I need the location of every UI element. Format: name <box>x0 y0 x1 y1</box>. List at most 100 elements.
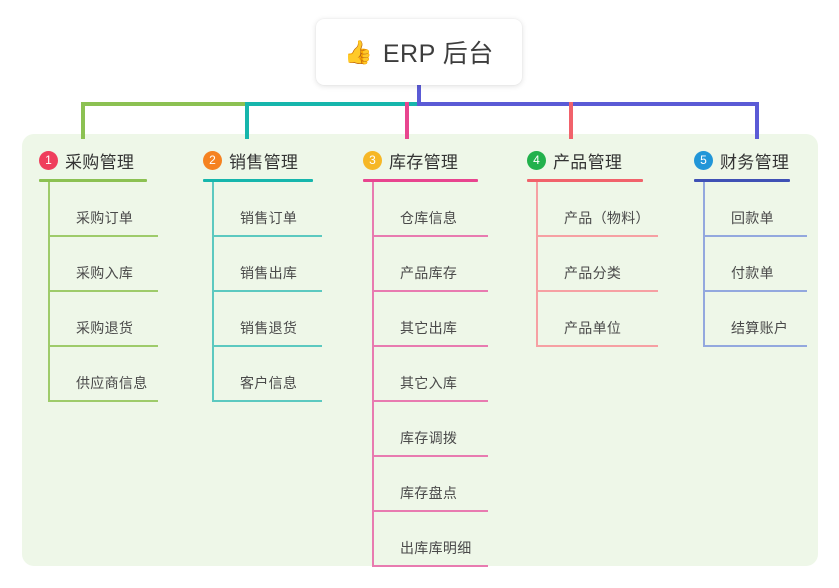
leaf-rule <box>372 345 488 347</box>
leaf-label: 销售出库 <box>240 265 298 281</box>
leaf-rule <box>703 345 807 347</box>
drop-sales <box>245 102 249 139</box>
leaf-item[interactable]: 销售退货 <box>212 292 322 347</box>
leaf-item[interactable]: 其它入库 <box>372 347 488 402</box>
leaf-rule <box>372 400 488 402</box>
leaf-list-purchase: 采购订单采购入库采购退货供应商信息 <box>48 182 158 402</box>
leaf-label: 供应商信息 <box>76 375 148 391</box>
leaf-rule <box>48 400 158 402</box>
leaf-rule <box>703 235 807 237</box>
leaf-rule <box>212 345 322 347</box>
column-badge-inventory: 3 <box>363 150 382 170</box>
leaf-item[interactable]: 库存调拨 <box>372 402 488 457</box>
column-title-inventory: 库存管理 <box>389 152 459 172</box>
leaf-label: 采购订单 <box>76 210 134 226</box>
column-title-finance: 财务管理 <box>720 152 790 172</box>
leaf-label: 客户信息 <box>240 375 298 391</box>
leaf-item[interactable]: 库存盘点 <box>372 457 488 512</box>
column-sales: 2 销售管理销售订单销售出库销售退货客户信息 <box>203 148 322 402</box>
leaf-rule <box>48 345 158 347</box>
root-stem-connector <box>417 85 421 106</box>
leaf-list-product: 产品（物料） 产品分类产品单位 <box>536 182 658 347</box>
leaf-label: 产品分类 <box>564 265 622 281</box>
leaf-item[interactable]: 其它出库 <box>372 292 488 347</box>
leaf-list-inventory: 仓库信息产品库存其它出库其它入库库存调拨库存盘点出库库明细 <box>372 182 488 567</box>
leaf-rule <box>372 565 488 567</box>
leaf-item[interactable]: 采购退货 <box>48 292 158 347</box>
leaf-spine-finance <box>703 182 705 347</box>
bar-teal <box>245 102 421 106</box>
leaf-item[interactable]: 销售订单 <box>212 182 322 237</box>
leaf-label: 回款单 <box>731 210 774 226</box>
leaf-spine-inventory <box>372 182 374 567</box>
leaf-item[interactable]: 采购订单 <box>48 182 158 237</box>
column-rule-sales <box>203 179 313 182</box>
column-header-sales[interactable]: 2 销售管理 <box>203 148 313 172</box>
column-title-purchase: 采购管理 <box>65 152 135 172</box>
leaf-item[interactable]: 产品库存 <box>372 237 488 292</box>
leaf-rule <box>536 235 658 237</box>
column-header-product[interactable]: 4 产品管理 <box>527 148 643 172</box>
leaf-rule <box>48 290 158 292</box>
column-badge-sales: 2 <box>203 150 222 170</box>
leaf-item[interactable]: 仓库信息 <box>372 182 488 237</box>
leaf-item[interactable]: 销售出库 <box>212 237 322 292</box>
column-header-inventory[interactable]: 3 库存管理 <box>363 148 478 172</box>
leaf-spine-purchase <box>48 182 50 402</box>
leaf-rule <box>212 290 322 292</box>
leaf-label: 产品库存 <box>400 265 458 281</box>
root-node-title: ERP 后台 <box>382 40 494 68</box>
leaf-rule <box>212 400 322 402</box>
leaf-item[interactable]: 采购入库 <box>48 237 158 292</box>
leaf-label: 产品（物料） <box>564 210 650 226</box>
leaf-rule <box>536 290 658 292</box>
leaf-item[interactable]: 付款单 <box>703 237 807 292</box>
column-rule-purchase <box>39 179 147 182</box>
column-title-product: 产品管理 <box>553 152 623 172</box>
leaf-rule <box>703 290 807 292</box>
leaf-rule <box>372 455 488 457</box>
leaf-label: 付款单 <box>731 265 774 281</box>
leaf-item[interactable]: 产品单位 <box>536 292 658 347</box>
column-badge-product: 4 <box>527 150 546 170</box>
leaf-rule <box>48 235 158 237</box>
leaf-list-finance: 回款单付款单结算账户 <box>703 182 807 347</box>
leaf-list-sales: 销售订单销售出库销售退货客户信息 <box>212 182 322 402</box>
leaf-label: 其它入库 <box>400 375 458 391</box>
leaf-item[interactable]: 结算账户 <box>703 292 807 347</box>
leaf-rule <box>536 345 658 347</box>
drop-inventory <box>405 102 409 139</box>
column-product: 4 产品管理产品（物料） 产品分类产品单位 <box>527 148 658 347</box>
column-title-sales: 销售管理 <box>229 152 299 172</box>
column-rule-finance <box>694 179 790 182</box>
root-node-card[interactable]: 👍 ERP 后台 <box>316 19 522 85</box>
diagram-panel <box>22 134 818 566</box>
leaf-label: 出库库明细 <box>400 540 472 556</box>
column-inventory: 3 库存管理仓库信息产品库存其它出库其它入库库存调拨库存盘点出库库明细 <box>363 148 488 567</box>
leaf-item[interactable]: 产品分类 <box>536 237 658 292</box>
leaf-label: 采购入库 <box>76 265 134 281</box>
drop-finance <box>755 102 759 139</box>
leaf-label: 结算账户 <box>731 320 789 336</box>
leaf-spine-product <box>536 182 538 347</box>
leaf-spine-sales <box>212 182 214 402</box>
leaf-item[interactable]: 回款单 <box>703 182 807 237</box>
leaf-item[interactable]: 产品（物料） <box>536 182 658 237</box>
leaf-item[interactable]: 供应商信息 <box>48 347 158 402</box>
column-rule-product <box>527 179 643 182</box>
leaf-item[interactable]: 客户信息 <box>212 347 322 402</box>
leaf-label: 销售退货 <box>240 320 298 336</box>
leaf-label: 库存调拨 <box>400 430 458 446</box>
leaf-item[interactable]: 出库库明细 <box>372 512 488 567</box>
drop-purchase <box>81 102 85 139</box>
leaf-rule <box>212 235 322 237</box>
leaf-label: 采购退货 <box>76 320 134 336</box>
leaf-rule <box>372 290 488 292</box>
bar-indigo <box>419 102 759 106</box>
leaf-label: 仓库信息 <box>400 210 458 226</box>
thumbs-up-icon: 👍 <box>344 38 373 65</box>
